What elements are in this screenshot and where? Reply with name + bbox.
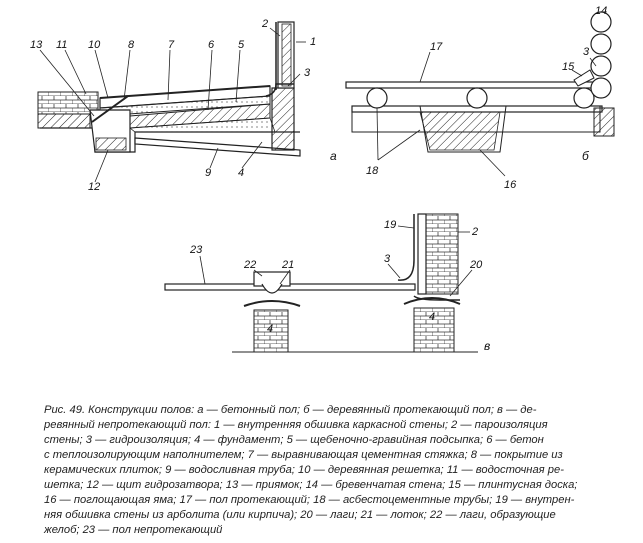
label-a-10: 10 bbox=[88, 39, 101, 51]
caption-line: с теплоизолирующим наполнителем; 7 — выр… bbox=[44, 449, 563, 461]
caption-line: шетка; 12 — щит гидрозатвора; 13 — приям… bbox=[44, 479, 578, 491]
label-v-4-right: 4 bbox=[429, 311, 435, 323]
caption-line: керамических плиток; 9 — водосливная тру… bbox=[44, 464, 564, 476]
section-b-leaking-wood-floor: 17 14 3 15 18 16 б bbox=[345, 5, 615, 191]
section-v-nonleaking-wood-floor: 23 22 21 3 19 2 20 4 4 в bbox=[164, 213, 490, 353]
label-b-15: 15 bbox=[562, 61, 575, 73]
label-v-3: 3 bbox=[384, 253, 391, 265]
caption-line: 16 — поглощающая яма; 17 — пол протекающ… bbox=[44, 494, 575, 506]
label-a-5: 5 bbox=[238, 39, 245, 51]
label-b-3: 3 bbox=[583, 46, 590, 58]
section-label-b: б bbox=[582, 149, 590, 163]
label-a-8: 8 bbox=[128, 39, 135, 51]
label-a-1: 1 bbox=[310, 36, 316, 48]
label-v-4-left: 4 bbox=[267, 323, 273, 335]
caption-line: няя обшивка стены из арболита (или кирпи… bbox=[44, 509, 556, 521]
label-a-4: 4 bbox=[238, 167, 244, 179]
label-b-18: 18 bbox=[366, 165, 379, 177]
section-a-concrete-floor: 1 2 3 4 5 6 7 8 9 10 11 12 13 а bbox=[30, 18, 337, 193]
label-a-6: 6 bbox=[208, 39, 215, 51]
floor-construction-drawing: 1 2 3 4 5 6 7 8 9 10 11 12 13 а bbox=[30, 5, 615, 353]
caption-line: Рис. 49. Конструкции полов: а — бетонный… bbox=[44, 404, 537, 416]
label-v-21: 21 bbox=[281, 259, 294, 271]
label-a-3: 3 bbox=[304, 67, 311, 79]
caption-line: ревянный непротекающий пол: 1 — внутренн… bbox=[44, 419, 548, 431]
label-a-2: 2 bbox=[261, 18, 268, 30]
label-a-7: 7 bbox=[168, 39, 175, 51]
section-label-a: а bbox=[330, 149, 337, 163]
label-b-14: 14 bbox=[595, 5, 607, 17]
label-b-16: 16 bbox=[504, 179, 517, 191]
label-a-12: 12 bbox=[88, 181, 100, 193]
figure-caption: Рис. 49. Конструкции полов: а — бетонный… bbox=[44, 403, 629, 538]
label-a-11: 11 bbox=[56, 39, 67, 51]
label-b-17: 17 bbox=[430, 41, 443, 53]
label-a-13: 13 bbox=[30, 39, 43, 51]
label-v-19: 19 bbox=[384, 219, 396, 231]
section-label-v: в bbox=[484, 339, 490, 353]
label-v-22: 22 bbox=[243, 259, 256, 271]
caption-line: стены; 3 — гидроизоляция; 4 — фундамент;… bbox=[44, 434, 544, 446]
label-a-9: 9 bbox=[205, 167, 211, 179]
label-v-20: 20 bbox=[469, 259, 483, 271]
caption-line: желоб; 23 — пол непротекающий bbox=[44, 524, 223, 536]
label-v-23: 23 bbox=[189, 244, 203, 256]
label-v-2: 2 bbox=[471, 226, 478, 238]
